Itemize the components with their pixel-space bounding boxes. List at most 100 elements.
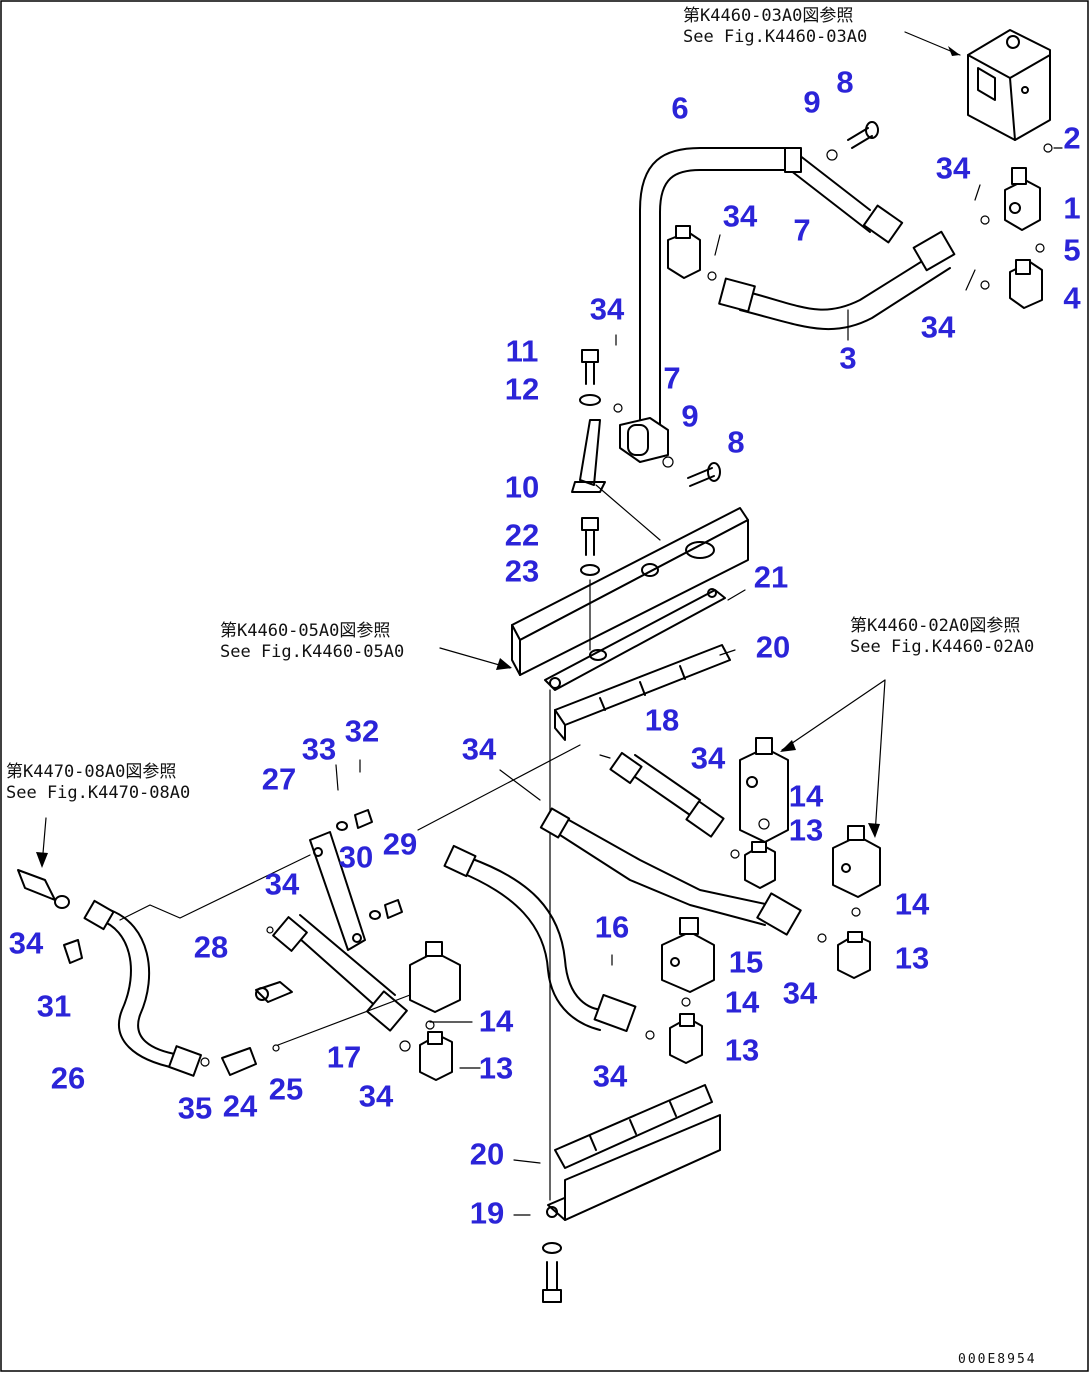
valve-block-far-right: [832, 825, 881, 898]
part-number-label: 7: [793, 212, 811, 248]
part-number-label: 14: [724, 984, 760, 1020]
ref-note-center: 第K4460-05A0図参照 See Fig.K4460-05A0: [220, 621, 404, 663]
part-number-label: 22: [504, 517, 540, 553]
part-number-label: 14: [788, 778, 824, 814]
ref-jp: 第K4460-02A0図参照: [850, 616, 1021, 636]
part-number-label: 33: [301, 731, 337, 767]
part-number-label: 2: [1063, 120, 1081, 156]
part-number-label: 23: [504, 553, 540, 589]
part-number-label: 12: [504, 371, 540, 407]
hose-15: [539, 807, 802, 936]
part-number-label: 30: [338, 839, 374, 875]
part-number-label: 26: [50, 1060, 86, 1096]
valve-block-17: [409, 941, 461, 1013]
hose-17: [272, 914, 408, 1032]
part-number-label: 11: [505, 333, 539, 369]
ref-note-left: 第K4470-08A0図参照 See Fig.K4470-08A0: [6, 762, 190, 804]
part-number-label: 34: [461, 731, 497, 767]
drawing-code: 000E8954: [958, 1352, 1037, 1367]
part-number-label: 31: [36, 988, 72, 1024]
part-number-label: 1: [1063, 190, 1081, 226]
valve-block-mid: [661, 917, 715, 993]
part-number-label: 34: [690, 740, 726, 776]
bolt-8-top: [847, 121, 879, 149]
bracket-10: [571, 419, 606, 493]
elbow-13-c: [669, 1013, 703, 1064]
ref-note-top-right: 第K4460-03A0図参照 See Fig.K4460-03A0: [683, 6, 867, 48]
valve-block-top: [967, 29, 1051, 141]
part-number-label: 19: [469, 1195, 505, 1231]
ref-en: See Fig.K4460-05A0: [220, 642, 405, 662]
part-number-label: 4: [1063, 280, 1081, 316]
part-number-label: 14: [894, 886, 930, 922]
part-number-label: 34: [782, 975, 818, 1011]
elbow-13-d: [419, 1031, 453, 1081]
ref-jp: 第K4460-03A0図参照: [683, 6, 854, 26]
part-number-label: 15: [728, 944, 764, 980]
part-number-label: 20: [469, 1136, 505, 1172]
elbow-13-a: [744, 841, 776, 889]
part-number-label: 13: [894, 940, 930, 976]
elbow-fitting-top-left: [667, 225, 701, 279]
part-number-label: 27: [261, 761, 297, 797]
hose-3: [718, 230, 956, 331]
elbow-fitting-4: [1009, 259, 1043, 309]
hose-6: [639, 147, 904, 431]
bolt-bottom: [542, 1242, 562, 1303]
part-number-label: 25: [268, 1071, 304, 1107]
part-number-label: 28: [193, 929, 229, 965]
plate-21: [511, 507, 749, 691]
clamp-20-top: [554, 644, 731, 741]
adapter-24: [221, 1047, 257, 1076]
clamp-20-bottom: [546, 1084, 721, 1221]
part-number-label: 8: [727, 424, 745, 460]
part-number-label: 34: [920, 309, 956, 345]
part-number-label: 34: [592, 1058, 628, 1094]
part-number-label: 20: [755, 629, 791, 665]
ref-en: See Fig.K4460-03A0: [683, 27, 868, 47]
ref-en: See Fig.K4460-02A0: [850, 637, 1035, 657]
part-number-label: 34: [264, 866, 300, 902]
part-number-label: 3: [839, 340, 857, 376]
bracket-27: [309, 831, 366, 951]
bolt-11: [581, 349, 599, 385]
valve-block-mid-right: [739, 737, 789, 843]
elbow-13-b: [837, 931, 871, 979]
ref-en: See Fig.K4470-08A0: [6, 783, 191, 803]
hose-18: [609, 751, 725, 838]
hose-26: [83, 899, 202, 1077]
part-number-label: 34: [722, 198, 758, 234]
part-number-label: 34: [935, 150, 971, 186]
part-number-label: 34: [358, 1078, 394, 1114]
part-number-label: 9: [681, 398, 699, 434]
elbow-fitting-1: [1004, 167, 1041, 231]
part-number-label: 21: [753, 559, 789, 595]
part-number-label: 32: [344, 713, 380, 749]
part-number-label: 13: [788, 812, 824, 848]
clamp-7: [619, 417, 669, 463]
part-number-label: 14: [478, 1003, 514, 1039]
hose-16: [443, 844, 637, 1033]
part-number-label: 16: [594, 909, 630, 945]
part-number-label: 34: [589, 291, 625, 327]
part-number-label: 29: [382, 826, 418, 862]
bolt-22: [581, 517, 599, 556]
part-number-label: 5: [1063, 232, 1081, 268]
fitting-35-left: [17, 869, 70, 909]
part-number-label: 7: [663, 360, 681, 396]
part-number-label: 34: [8, 925, 44, 961]
part-number-label: 24: [222, 1088, 258, 1124]
ref-note-right: 第K4460-02A0図参照 See Fig.K4460-02A0: [850, 616, 1034, 658]
ref-jp: 第K4470-08A0図参照: [6, 762, 177, 782]
part-number-label: 17: [326, 1039, 362, 1075]
part-number-label: 13: [724, 1032, 760, 1068]
part-number-label: 13: [478, 1050, 514, 1086]
part-number-label: 8: [836, 64, 854, 100]
clamp-28: [255, 981, 293, 1003]
part-number-label: 6: [671, 90, 689, 126]
part-number-label: 35: [177, 1090, 213, 1126]
part-number-label: 10: [504, 469, 540, 505]
bolt-8-mid: [687, 462, 721, 487]
